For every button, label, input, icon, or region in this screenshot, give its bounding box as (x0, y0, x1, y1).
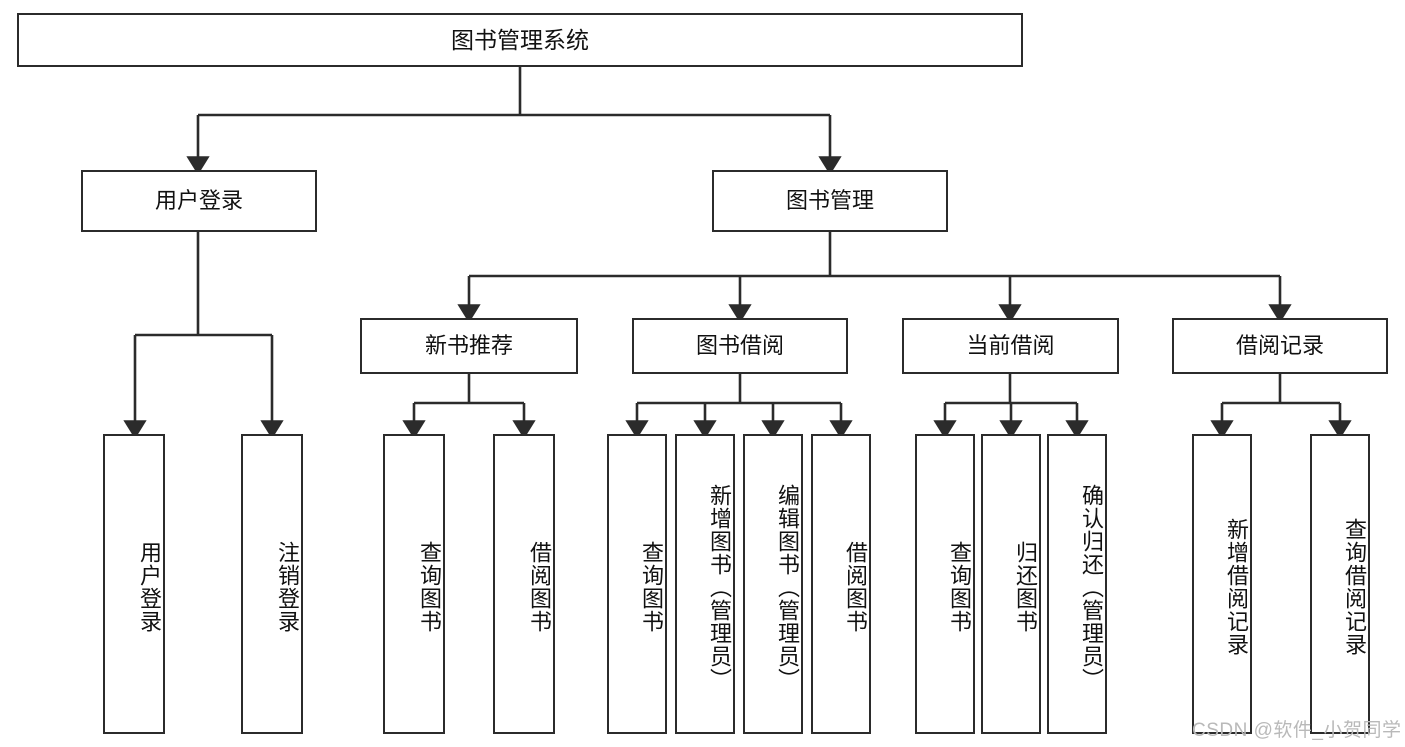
node-label: 编辑图书（管理员） (775, 483, 800, 691)
node-label: 归还图书 (1013, 541, 1038, 633)
node-leaf-logout-login[interactable]: 注销登录 (241, 434, 303, 734)
node-label: 借阅图书 (527, 541, 552, 633)
node-label: 图书管理系统 (451, 26, 589, 53)
node-label: 当前借阅 (966, 333, 1055, 359)
csdn-watermark: CSDN @软件_小贺同学 (1192, 720, 1402, 741)
node-book-borrow[interactable]: 图书借阅 (632, 318, 848, 374)
node-leaf-return-book[interactable]: 归还图书 (981, 434, 1041, 734)
node-leaf-add-record[interactable]: 新增借阅记录 (1192, 434, 1252, 734)
node-leaf-borrow-book-1[interactable]: 借阅图书 (493, 434, 555, 734)
node-label: 查询图书 (639, 541, 664, 633)
node-root-system[interactable]: 图书管理系统 (17, 13, 1023, 67)
node-label: 注销登录 (275, 541, 300, 633)
node-leaf-query-record[interactable]: 查询借阅记录 (1310, 434, 1370, 734)
node-leaf-confirm-return[interactable]: 确认归还（管理员） (1047, 434, 1107, 734)
node-leaf-add-book[interactable]: 新增图书（管理员） (675, 434, 735, 734)
node-leaf-query-book-2[interactable]: 查询图书 (607, 434, 667, 734)
node-leaf-borrow-book-2[interactable]: 借阅图书 (811, 434, 871, 734)
node-label: 用户登录 (137, 541, 162, 633)
node-leaf-edit-book[interactable]: 编辑图书（管理员） (743, 434, 803, 734)
node-leaf-query-book-3[interactable]: 查询图书 (915, 434, 975, 734)
node-label: 新增借阅记录 (1224, 518, 1249, 656)
node-new-book-recommend[interactable]: 新书推荐 (360, 318, 578, 374)
node-label: 图书借阅 (695, 333, 784, 359)
node-label: 确认归还（管理员） (1079, 483, 1104, 691)
node-current-borrow[interactable]: 当前借阅 (902, 318, 1119, 374)
node-label: 借阅记录 (1235, 333, 1324, 359)
node-label: 用户登录 (154, 188, 243, 214)
node-label: 图书管理 (785, 188, 874, 214)
node-label: 查询借阅记录 (1342, 518, 1367, 656)
node-label: 新书推荐 (424, 333, 513, 359)
node-label: 新增图书（管理员） (707, 483, 732, 691)
node-label: 查询图书 (417, 541, 442, 633)
node-borrow-record[interactable]: 借阅记录 (1172, 318, 1388, 374)
node-user-login[interactable]: 用户登录 (81, 170, 317, 232)
node-leaf-query-book-1[interactable]: 查询图书 (383, 434, 445, 734)
node-label: 查询图书 (947, 541, 972, 633)
node-book-manage[interactable]: 图书管理 (712, 170, 948, 232)
node-leaf-user-login[interactable]: 用户登录 (103, 434, 165, 734)
node-label: 借阅图书 (843, 541, 868, 633)
